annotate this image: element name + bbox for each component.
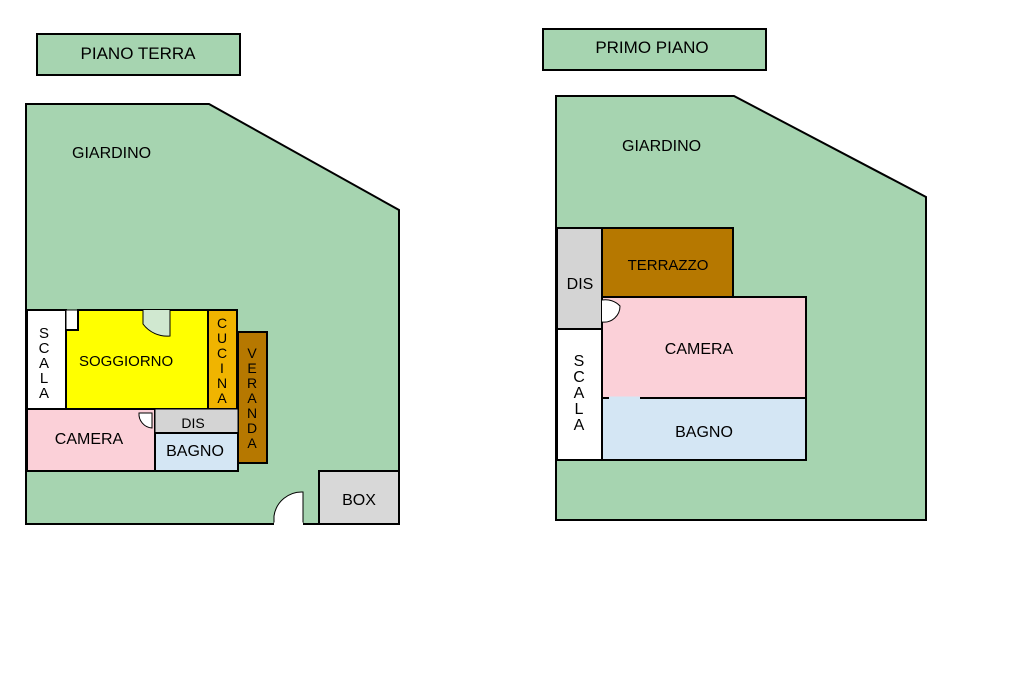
ground-floor-hall: [154, 408, 239, 434]
kitchen-letter: N: [217, 375, 227, 391]
stairs-letter: A: [39, 385, 49, 402]
kitchen-letter: A: [217, 390, 227, 406]
stairs-letter: C: [573, 369, 585, 386]
stairs-letter: A: [39, 355, 49, 372]
stairs-letter: S: [574, 353, 585, 370]
ground-floor-garden-label: GIARDINO: [72, 145, 151, 162]
stairs-letter: C: [39, 340, 50, 357]
terrace: [601, 227, 734, 298]
living-room-label: SOGGIORNO: [79, 353, 173, 370]
stairs-letter: A: [574, 385, 585, 402]
ground-floor-bathroom-label: BAGNO: [166, 443, 224, 460]
terrace-label: TERRAZZO: [628, 257, 709, 274]
first-floor-bedroom: [601, 296, 807, 399]
ground-floor-hall-label: DIS: [181, 415, 204, 431]
first-floor-bedroom-label: CAMERA: [665, 341, 734, 358]
entrance-door-arc: [273, 491, 304, 524]
veranda-label: V E R A N D A: [247, 345, 257, 451]
veranda-letter: R: [247, 375, 257, 391]
first-floor-title-box: [542, 28, 767, 71]
kitchen-letter: I: [220, 360, 224, 376]
bedroom-door-arc: [138, 412, 153, 429]
garage-box: [318, 470, 400, 525]
veranda-letter: A: [247, 435, 257, 451]
stairs-letter: L: [575, 401, 584, 418]
first-floor-hall-label: DIS: [567, 276, 594, 293]
first-floor-garden-label: GIARDINO: [622, 138, 701, 155]
ground-floor-bathroom: [154, 432, 239, 472]
stairs-letter: S: [39, 325, 49, 342]
ground-floor-bedroom-label: CAMERA: [55, 431, 124, 448]
kitchen-letter: C: [217, 315, 227, 331]
kitchen-label: C U C I N A: [217, 315, 227, 406]
ground-floor-stairs-label: S C A L A: [39, 325, 50, 402]
first-floor-stairs: [556, 328, 603, 461]
bedroom-door-arc: [601, 299, 621, 323]
living-room-door-arc: [142, 310, 171, 337]
veranda: [237, 331, 268, 464]
stairs-letter: L: [40, 370, 48, 387]
veranda-letter: V: [247, 345, 257, 361]
first-floor-stairs-label: S C A L A: [573, 353, 585, 434]
garage-box-label: BOX: [342, 492, 376, 509]
stairs-letter: A: [574, 417, 585, 434]
ground-floor-title: PIANO TERRA: [81, 44, 197, 63]
kitchen-letter: U: [217, 330, 227, 346]
veranda-letter: E: [247, 360, 256, 376]
first-floor-bathroom: [601, 397, 807, 461]
kitchen-letter: C: [217, 345, 227, 361]
ground-floor-title-box: [36, 33, 241, 76]
veranda-letter: A: [247, 390, 257, 406]
first-floor-bathroom-label: BAGNO: [675, 424, 733, 441]
veranda-letter: N: [247, 405, 257, 421]
first-floor-plan: PRIMO PIANO GIARDINO DIS TERRAZZO CAMERA…: [542, 28, 927, 521]
veranda-letter: D: [247, 420, 257, 436]
first-floor-title: PRIMO PIANO: [595, 38, 708, 57]
ground-floor-plan: PIANO TERRA GIARDINO S C A L A SOGGIORNO…: [25, 33, 400, 526]
stairs-landing: [65, 309, 79, 331]
